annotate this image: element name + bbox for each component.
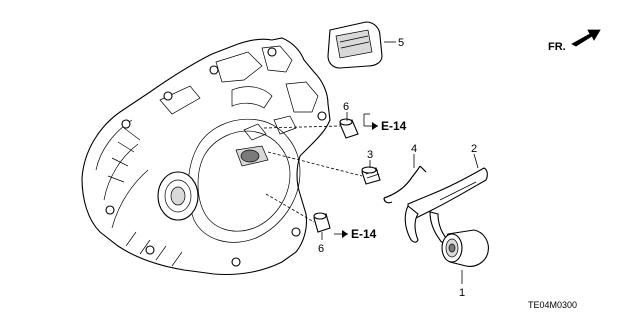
diagram-code: TE04M0300: [528, 300, 577, 310]
reference-e14-lower: E-14: [351, 227, 377, 241]
release-fork-part-2: [404, 167, 488, 243]
reference-arrow-lower: [342, 230, 348, 238]
callout-5: 5: [398, 37, 404, 49]
bushing-part-6-lower: [313, 212, 331, 233]
callout-4: 4: [411, 143, 417, 155]
callout-6-upper: 6: [343, 101, 349, 113]
callout-1: 1: [459, 287, 465, 299]
bushing-part-6-upper: [339, 118, 359, 139]
callout-3: 3: [367, 149, 373, 161]
reference-arrow-upper: [372, 122, 378, 130]
callout-6-lower: 6: [318, 243, 324, 255]
release-bearing-part-1: [441, 229, 489, 267]
transmission-housing: [81, 37, 331, 275]
callout-2: 2: [471, 143, 477, 155]
pivot-bolt-part-3: [361, 166, 381, 185]
front-direction-label: FR.: [548, 41, 566, 53]
retaining-spring-part-4: [383, 165, 427, 204]
front-direction-indicator: [571, 29, 601, 47]
reference-e14-upper: E-14: [381, 119, 407, 133]
dust-boot-part-5: [327, 21, 383, 69]
